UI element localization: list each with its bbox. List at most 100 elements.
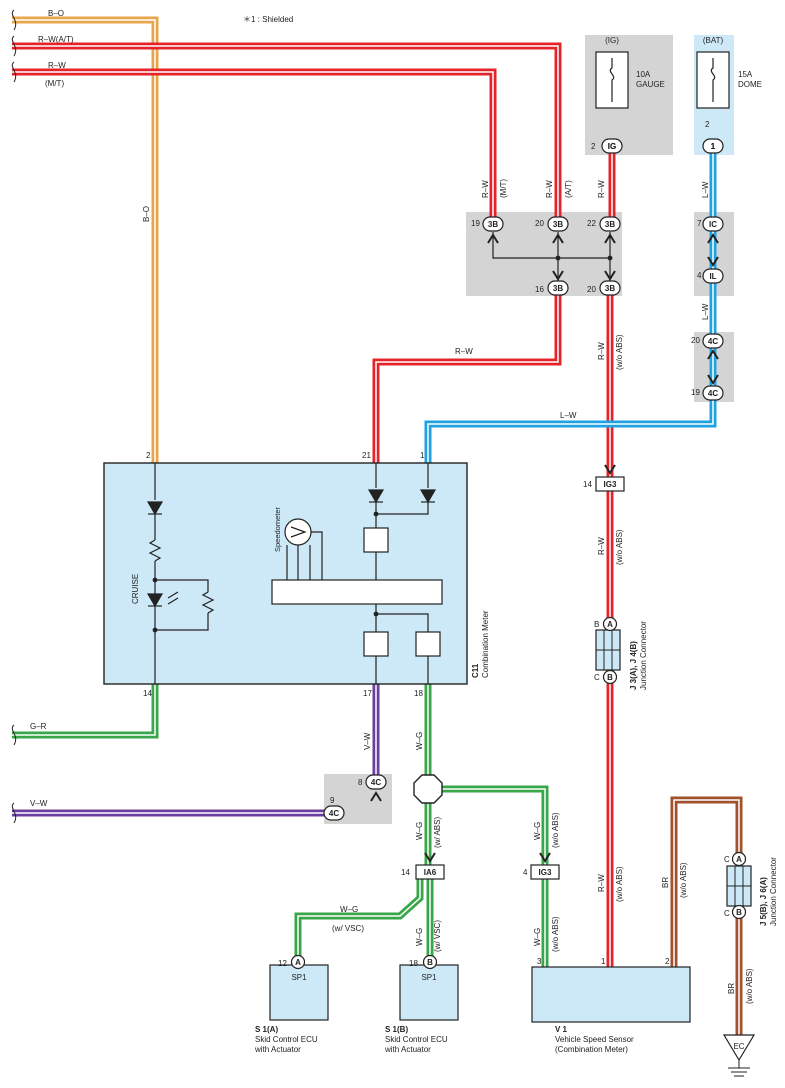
sp1a-name1: Skid Control ECU xyxy=(255,1035,318,1044)
splice-point xyxy=(413,774,443,804)
connector-j5-b-body xyxy=(731,904,747,920)
connector-arrow-icon xyxy=(552,270,564,281)
left-wire-rw: R–W xyxy=(48,61,66,70)
connector-ig3-top-body xyxy=(595,476,625,492)
connector-j5-a: A xyxy=(731,851,747,867)
label-wg-vertical: W–G xyxy=(533,822,542,840)
pin-number: 7 xyxy=(697,219,702,228)
connector-arrow-icon xyxy=(487,233,499,244)
connector-4c-8: 4C xyxy=(365,774,387,790)
shielded-note: ＊1 : Shielded xyxy=(243,15,293,24)
connector-j3-b-body xyxy=(602,669,618,685)
label-rw-horizontal: R–W xyxy=(455,347,473,356)
connector-ig3-top: IG3 xyxy=(595,476,625,492)
connector-3b-22-label: 3B xyxy=(605,220,615,229)
bat-fuse-pin: 2 xyxy=(705,120,710,129)
connector-4c-19-body xyxy=(702,385,724,401)
connector-j5-a-label: A xyxy=(736,855,742,864)
pin-number: 14 xyxy=(401,868,410,877)
wire-rw-at-core xyxy=(12,45,559,224)
sp1a-name2: with Actuator xyxy=(254,1045,301,1054)
connector-arrow-icon xyxy=(552,233,564,244)
wire-break-mark xyxy=(11,724,17,746)
connector-sp1a: A xyxy=(290,954,306,970)
connector-bat-body xyxy=(702,138,724,154)
connector-arrow-icon xyxy=(370,791,382,802)
connector-j3-a-label: A xyxy=(607,620,613,629)
vss-name1: Vehicle Speed Sensor xyxy=(555,1035,634,1044)
j5-name: Junction Connector xyxy=(769,857,778,926)
wire-wg-vsc-a xyxy=(294,878,424,958)
j5-code: J 5(B), J 6(A) xyxy=(759,877,768,926)
label-wg-vertical: W–G xyxy=(415,928,424,946)
label-wg-horizontal: W–G xyxy=(340,905,358,914)
wire-wg-vsc-a-core xyxy=(297,878,421,958)
sp1b-label: SP1 xyxy=(421,973,437,982)
speedometer-label: Speedometer xyxy=(273,506,282,552)
label-wg-vertical: W–G xyxy=(415,822,424,840)
label-vw-vertical: V–W xyxy=(363,732,372,750)
wire-rw-mt xyxy=(12,68,497,224)
vss-pin-1: 1 xyxy=(601,957,606,966)
pin-number: 1 xyxy=(420,451,425,460)
connector-arrow-icon xyxy=(604,270,616,281)
connector-3b-20-label: 3B xyxy=(553,220,563,229)
pin-number: 12 xyxy=(278,959,287,968)
connector-3b-19: 3B xyxy=(482,216,504,232)
connector-arrow-icon xyxy=(707,256,719,267)
wire-bo xyxy=(12,16,159,463)
connector-4c-20: 4C xyxy=(702,333,724,349)
ground-label: EC xyxy=(733,1042,744,1051)
node-dot xyxy=(607,255,613,261)
connector-j3-a-body xyxy=(602,616,618,632)
sp1b-name1: Skid Control ECU xyxy=(385,1035,448,1044)
ig-conn-text: IG xyxy=(608,142,616,151)
label-wo-abs-vertical: (w/o ABS) xyxy=(679,862,688,898)
label-wo-abs-vertical: (w/o ABS) xyxy=(551,916,560,952)
node-dot xyxy=(152,627,158,633)
ig-fuse-rating: 10A xyxy=(636,70,651,79)
label-lw-vertical: L–W xyxy=(701,303,710,320)
connector-4c-20-label: 4C xyxy=(708,337,718,346)
arrows xyxy=(370,233,719,863)
connector-ig: IG xyxy=(601,138,623,154)
label-wo-abs-vertical: (w/o ABS) xyxy=(615,334,624,370)
pin-number: 19 xyxy=(691,388,700,397)
ground-symbol: EC xyxy=(722,1034,756,1077)
connector-ig3-top-label: IG3 xyxy=(604,480,617,489)
label-wo-abs-vertical: (w/o ABS) xyxy=(615,529,624,565)
connector-4c-9-body xyxy=(323,805,345,821)
j3-pin-b: B xyxy=(594,620,599,629)
connector-ia6: IA6 xyxy=(415,864,445,880)
connector-j5-b: B xyxy=(731,904,747,920)
combination-meter-code: C11 xyxy=(471,663,480,678)
j5-pin-c: C xyxy=(724,855,730,864)
j5-junction-connector xyxy=(726,865,752,907)
label-lw-vertical: L–W xyxy=(701,181,710,198)
pin-number: 20 xyxy=(535,219,544,228)
pin-number: 14 xyxy=(583,480,592,489)
label-mt-vertical: (M/T) xyxy=(499,179,508,198)
wire-wg-wo-abs-core xyxy=(442,788,546,866)
connector-3b-20b-label: 3B xyxy=(605,284,615,293)
connector-arrow-icon xyxy=(539,852,551,863)
label-wo-abs-vertical: (w/o ABS) xyxy=(615,866,624,902)
connector-3b-20-body xyxy=(547,216,569,232)
sp1b-code: S 1(B) xyxy=(385,1025,408,1034)
wire-rw-meter-core xyxy=(375,290,559,463)
connector-3b-16-label: 3B xyxy=(553,284,563,293)
connector-arrow-icon xyxy=(424,852,436,863)
combination-meter-name: Combination Meter xyxy=(481,610,490,678)
connector-arrow-icon xyxy=(604,233,616,244)
connector-3b-19-label: 3B xyxy=(488,220,498,229)
connector-ia6-label: IA6 xyxy=(424,868,437,877)
connector-4c-19-label: 4C xyxy=(708,389,718,398)
label-wo-abs-vertical: (w/o ABS) xyxy=(551,812,560,848)
connector-ig-body xyxy=(601,138,623,154)
connector-j5-b-label: B xyxy=(736,908,742,917)
connector-sp1b: B xyxy=(422,954,438,970)
connector-4c-8-body xyxy=(365,774,387,790)
wire-break-mark xyxy=(11,9,17,31)
connector-3b-16-body xyxy=(547,280,569,296)
